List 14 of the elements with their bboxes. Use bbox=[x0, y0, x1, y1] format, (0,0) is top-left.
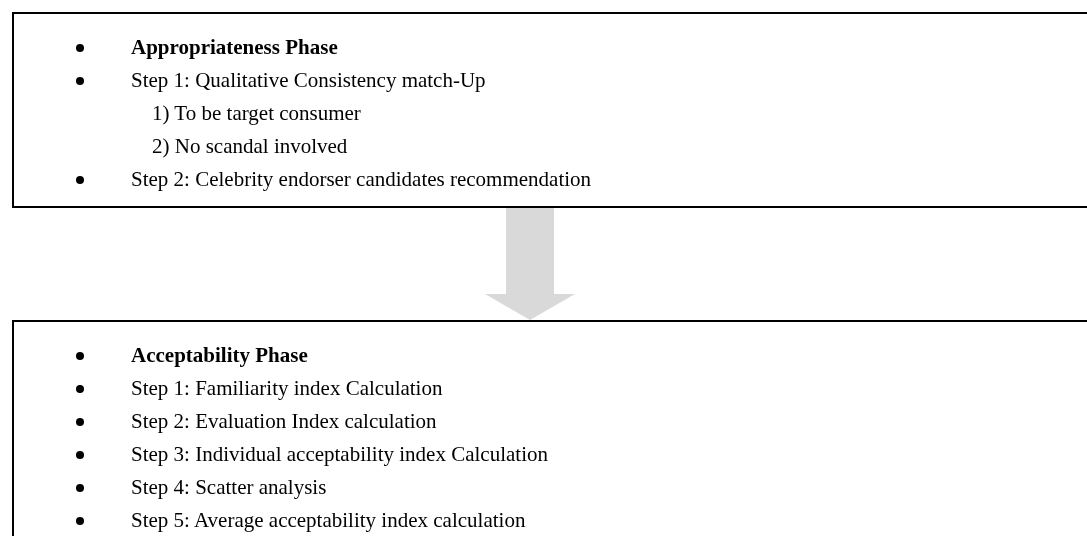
step-text: Step 2: Evaluation Index calculation bbox=[131, 408, 437, 434]
criterion-text: 1) To be target consumer bbox=[152, 100, 361, 126]
step-text: Step 2: Celebrity endorser candidates recommendation bbox=[131, 166, 592, 192]
phase-box bbox=[12, 320, 1087, 536]
step-text: Step 5: Average acceptability index calculation bbox=[131, 507, 526, 533]
criterion-text: 2) No scandal involved bbox=[152, 133, 348, 159]
step-text: Step 4: Scatter analysis bbox=[131, 474, 327, 500]
block-arrow bbox=[485, 208, 575, 320]
step-text: Step 1: Familiarity index Calculation bbox=[131, 375, 443, 401]
phase-heading: Acceptability Phase bbox=[131, 342, 308, 368]
step-text: Step 1: Qualitative Consistency match-Up bbox=[131, 67, 486, 93]
phase-heading: Appropriateness Phase bbox=[131, 34, 338, 60]
step-text: Step 3: Individual acceptability index Calculation bbox=[131, 441, 548, 467]
phase-box bbox=[12, 12, 1087, 208]
